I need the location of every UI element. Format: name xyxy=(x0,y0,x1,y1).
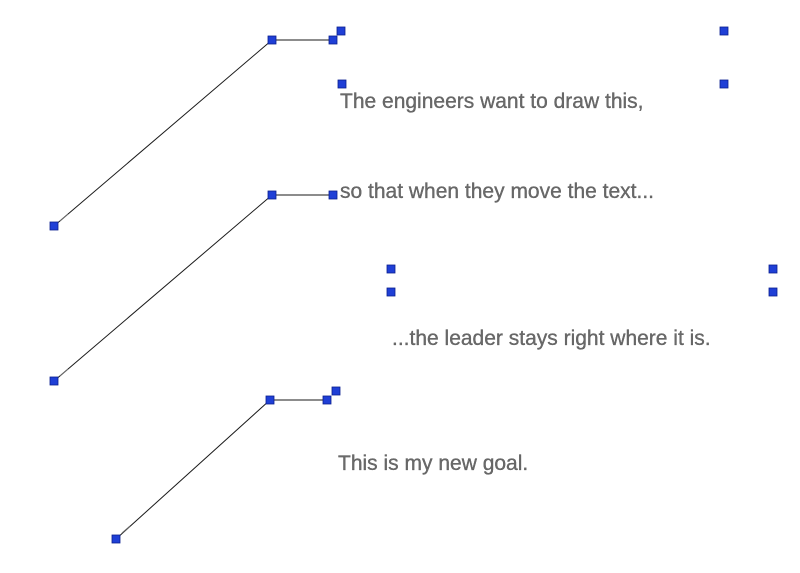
grip-square-icon[interactable] xyxy=(265,395,275,405)
grip-square-icon[interactable] xyxy=(719,79,729,89)
grip-square-icon[interactable] xyxy=(267,190,277,200)
leader-2-line[interactable] xyxy=(53,194,333,382)
grip-square-icon[interactable] xyxy=(386,264,396,274)
note-3-text[interactable]: This is my new goal. xyxy=(338,389,528,509)
leader-3-line[interactable] xyxy=(115,399,327,540)
note-2-line-1: ...the leader stays right where it is. xyxy=(392,327,711,350)
grip-square-icon[interactable] xyxy=(322,395,332,405)
grip-square-icon[interactable] xyxy=(719,26,729,36)
grip-square-icon[interactable] xyxy=(386,287,396,297)
grip-square-icon[interactable] xyxy=(49,221,59,231)
grip-square-icon[interactable] xyxy=(337,79,347,89)
grip-square-icon[interactable] xyxy=(768,287,778,297)
grip-square-icon[interactable] xyxy=(49,376,59,386)
arrowhead-icon xyxy=(59,213,69,222)
grip-square-icon[interactable] xyxy=(331,386,341,396)
arrowhead-icon xyxy=(59,368,69,377)
grip-square-icon[interactable] xyxy=(328,35,338,45)
leader-1[interactable] xyxy=(49,35,338,231)
note-1-line-2: so that when they move the text... xyxy=(340,180,655,203)
note-1-grips[interactable] xyxy=(336,26,729,89)
note-2-text[interactable]: ...the leader stays right where it is. xyxy=(392,264,711,384)
leader-1-line[interactable] xyxy=(53,39,333,227)
note-2-grips[interactable] xyxy=(386,264,778,297)
leader-2[interactable] xyxy=(49,190,338,386)
note-3-line-1: This is my new goal. xyxy=(338,452,529,475)
grip-square-icon[interactable] xyxy=(267,35,277,45)
note-1-line-1: The engineers want to draw this, xyxy=(340,90,644,113)
grip-square-icon[interactable] xyxy=(111,534,121,544)
grip-square-icon[interactable] xyxy=(328,190,338,200)
grip-square-icon[interactable] xyxy=(768,264,778,274)
arrowhead-icon xyxy=(121,525,131,534)
note-1-text[interactable]: The engineers want to draw this, so that… xyxy=(340,27,654,237)
grip-square-icon[interactable] xyxy=(336,26,346,36)
leader-3[interactable] xyxy=(111,386,341,544)
